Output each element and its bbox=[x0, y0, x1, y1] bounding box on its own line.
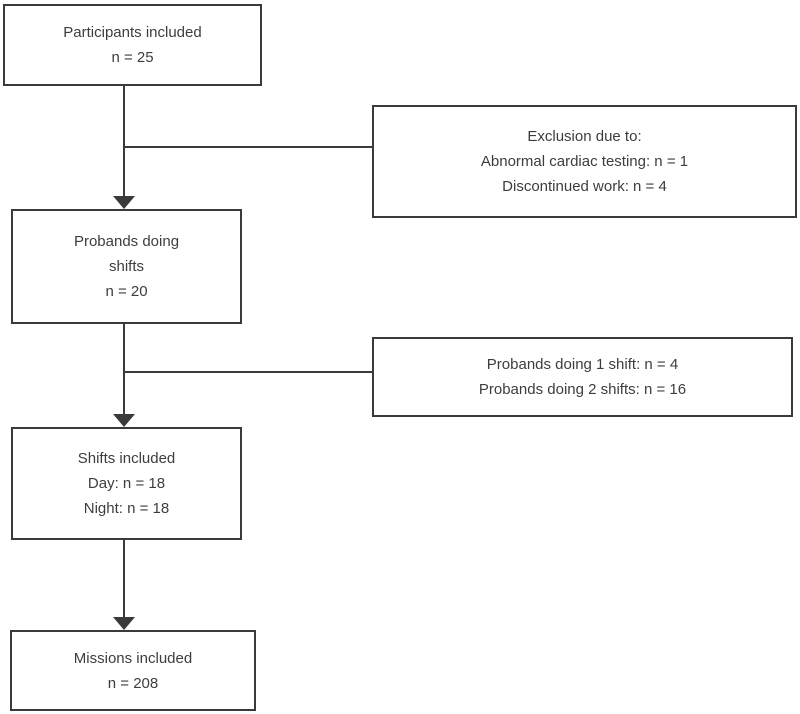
shifts-included-label: Shifts included bbox=[77, 450, 176, 467]
probands-two-shifts-count: Probands doing 2 shifts: n = 16 bbox=[478, 381, 687, 398]
missions-included-count: n = 208 bbox=[107, 674, 159, 692]
arrow-down-icon bbox=[113, 414, 135, 427]
probands-doing-shifts-box: Probands doing shifts n = 20 bbox=[11, 209, 242, 324]
connector-branch-to-shift-counts bbox=[123, 371, 372, 373]
connector-branch-to-exclusion bbox=[123, 146, 372, 148]
connector-probands-to-shifts bbox=[123, 324, 125, 416]
night-shifts-count: Night: n = 18 bbox=[83, 500, 170, 517]
day-shifts-count: Day: n = 18 bbox=[87, 475, 166, 492]
connector-shifts-to-missions bbox=[123, 540, 125, 619]
proband-shift-counts-box: Probands doing 1 shift: n = 4 Probands d… bbox=[372, 337, 793, 417]
exclusion-cardiac-count: Abnormal cardiac testing: n = 1 bbox=[480, 153, 689, 170]
arrow-down-icon bbox=[113, 196, 135, 209]
participants-included-label: Participants included bbox=[63, 24, 202, 41]
exclusion-title: Exclusion due to: bbox=[527, 128, 642, 145]
connector-participants-to-probands bbox=[123, 86, 125, 198]
exclusion-box: Exclusion due to: Abnormal cardiac testi… bbox=[372, 105, 797, 218]
probands-label-line1: Probands doing bbox=[73, 233, 180, 250]
probands-one-shift-count: Probands doing 1 shift: n = 4 bbox=[486, 356, 679, 373]
shifts-included-box: Shifts included Day: n = 18 Night: n = 1… bbox=[11, 427, 242, 540]
missions-included-label: Missions included bbox=[73, 649, 193, 667]
participants-included-box: Participants included n = 25 bbox=[3, 4, 262, 86]
probands-count: n = 20 bbox=[105, 283, 148, 300]
missions-included-box: Missions included n = 208 bbox=[10, 630, 256, 711]
exclusion-discontinued-count: Discontinued work: n = 4 bbox=[502, 178, 667, 195]
probands-label-line2: shifts bbox=[108, 258, 144, 275]
participants-included-count: n = 25 bbox=[111, 49, 154, 66]
arrow-down-icon bbox=[113, 617, 135, 630]
